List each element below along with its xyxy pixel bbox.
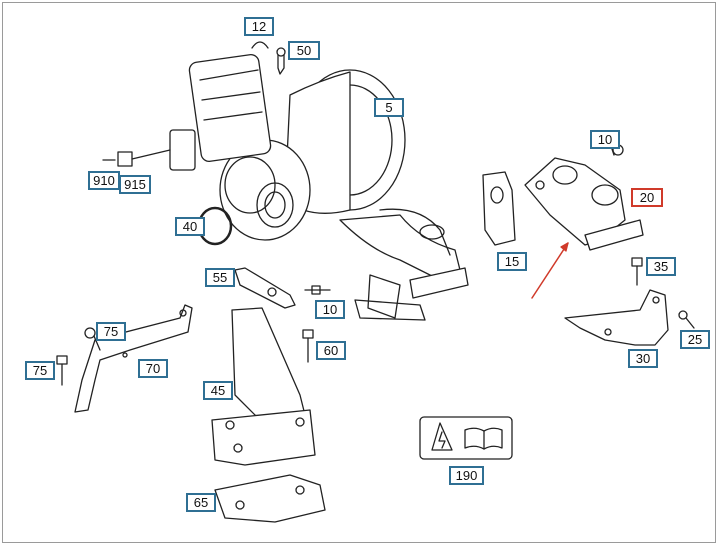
clip-and-bolt-drawing xyxy=(251,41,286,75)
callout-30[interactable]: 30 xyxy=(628,349,658,368)
bolt-75a-drawing xyxy=(84,327,101,351)
bolt-75b-drawing xyxy=(56,355,68,386)
bracket-30-drawing xyxy=(564,289,669,346)
bracket-45-drawing xyxy=(211,307,316,466)
callout-70[interactable]: 70 xyxy=(138,359,168,378)
callout-15[interactable]: 15 xyxy=(497,252,527,271)
gasket-65-drawing xyxy=(214,474,326,523)
callout-55[interactable]: 55 xyxy=(205,268,235,287)
callout-45[interactable]: 45 xyxy=(203,381,233,400)
bracket-70-drawing xyxy=(74,304,193,413)
sensor-drawing xyxy=(102,149,171,167)
bolt-60-drawing xyxy=(302,329,314,363)
callout-75-upper[interactable]: 75 xyxy=(96,322,126,341)
callout-65[interactable]: 65 xyxy=(186,493,216,512)
callout-35[interactable]: 35 xyxy=(646,257,676,276)
callout-10-lower[interactable]: 10 xyxy=(315,300,345,319)
callout-5[interactable]: 5 xyxy=(374,98,404,117)
warning-label-drawing xyxy=(419,416,513,460)
callout-20-highlighted[interactable]: 20 xyxy=(631,188,663,207)
bolt-25-drawing xyxy=(678,310,695,329)
callout-910[interactable]: 910 xyxy=(88,171,120,190)
bolt-35-drawing xyxy=(631,257,643,286)
callout-915[interactable]: 915 xyxy=(119,175,151,194)
gasket-55-drawing xyxy=(234,267,296,309)
callout-190[interactable]: 190 xyxy=(449,466,484,485)
gasket-15-drawing xyxy=(482,171,516,246)
callout-25[interactable]: 25 xyxy=(680,330,710,349)
callout-10-upper[interactable]: 10 xyxy=(590,130,620,149)
callout-60[interactable]: 60 xyxy=(316,341,346,360)
callout-75-lower[interactable]: 75 xyxy=(25,361,55,380)
callout-40[interactable]: 40 xyxy=(175,217,205,236)
callout-12[interactable]: 12 xyxy=(244,17,274,36)
bolt-10b-drawing xyxy=(304,285,331,295)
callout-50[interactable]: 50 xyxy=(288,41,320,60)
exhaust-flange-drawing xyxy=(524,157,644,251)
